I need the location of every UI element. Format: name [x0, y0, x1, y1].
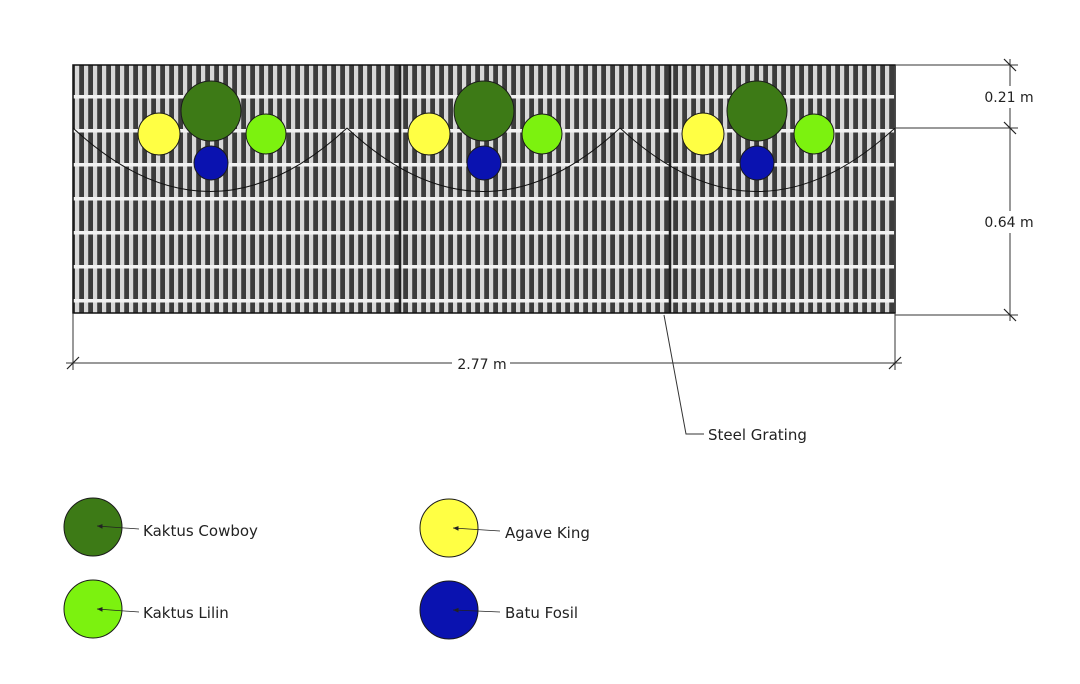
plant-kaktus-cowboy	[726, 80, 788, 142]
legend-item-kaktus-cowboy: Kaktus Cowboy	[63, 497, 258, 557]
legend-swatch	[63, 497, 123, 557]
plant-group	[407, 80, 563, 181]
legend-item-agave-king: Agave King	[419, 498, 590, 558]
dimension-tick	[1003, 121, 1017, 135]
legend-swatch	[419, 498, 479, 558]
dimension-tick	[66, 356, 80, 370]
legend: Kaktus Cowboy Agave King Kaktus Lilin Ba…	[63, 497, 590, 640]
plant-kaktus-cowboy	[180, 80, 242, 142]
plant-kaktus-lilin	[793, 113, 835, 155]
planting-bed-arc	[346, 127, 621, 192]
dimension-tick	[1003, 58, 1017, 72]
legend-label: Kaktus Lilin	[143, 604, 229, 622]
legend-swatch	[419, 580, 479, 640]
legend-label: Agave King	[505, 524, 590, 542]
plant-group	[681, 80, 835, 181]
dimension-label-width: 2.77 m	[457, 357, 506, 373]
plant-agave-king	[681, 112, 725, 156]
plant-kaktus-lilin	[521, 113, 563, 155]
dimension-label-lower: 0.64 m	[984, 215, 1033, 231]
width-dimension: 2.77 m	[66, 313, 902, 374]
plant-agave-king	[137, 112, 181, 156]
legend-label: Kaktus Cowboy	[143, 522, 258, 540]
plant-group	[137, 80, 287, 181]
planting-bed-arc	[619, 127, 896, 192]
planting-bed-outlines	[72, 127, 896, 192]
grating-border	[72, 64, 896, 314]
dimension-label-top: 0.21 m	[984, 90, 1033, 106]
callout-label: Steel Grating	[708, 426, 807, 444]
callout-leader	[663, 314, 704, 435]
legend-item-kaktus-lilin: Kaktus Lilin	[63, 579, 229, 639]
legend-leader	[452, 525, 501, 532]
legend-leader	[96, 524, 140, 530]
label-backing	[980, 86, 1038, 108]
label-backing	[980, 211, 1038, 233]
plant-kaktus-lilin	[245, 113, 287, 155]
legend-item-batu-fosil: Batu Fosil	[419, 580, 578, 640]
planting-bed-arc	[72, 127, 348, 192]
plant-batu-fosil	[739, 145, 775, 181]
plant-batu-fosil	[466, 145, 502, 181]
legend-leader	[96, 607, 140, 613]
dimension-tick	[1003, 308, 1017, 322]
height-dimensions: 0.21 m 0.64 m	[895, 58, 1038, 322]
legend-leader	[452, 607, 501, 613]
legend-swatch	[63, 579, 123, 639]
plant-kaktus-cowboy	[453, 80, 515, 142]
legend-label: Batu Fosil	[505, 604, 578, 622]
plant-agave-king	[407, 112, 451, 156]
steel-grating-callout: Steel Grating	[663, 314, 807, 444]
label-backing	[452, 354, 510, 374]
plant-batu-fosil	[193, 145, 229, 181]
dimension-tick	[888, 356, 902, 370]
